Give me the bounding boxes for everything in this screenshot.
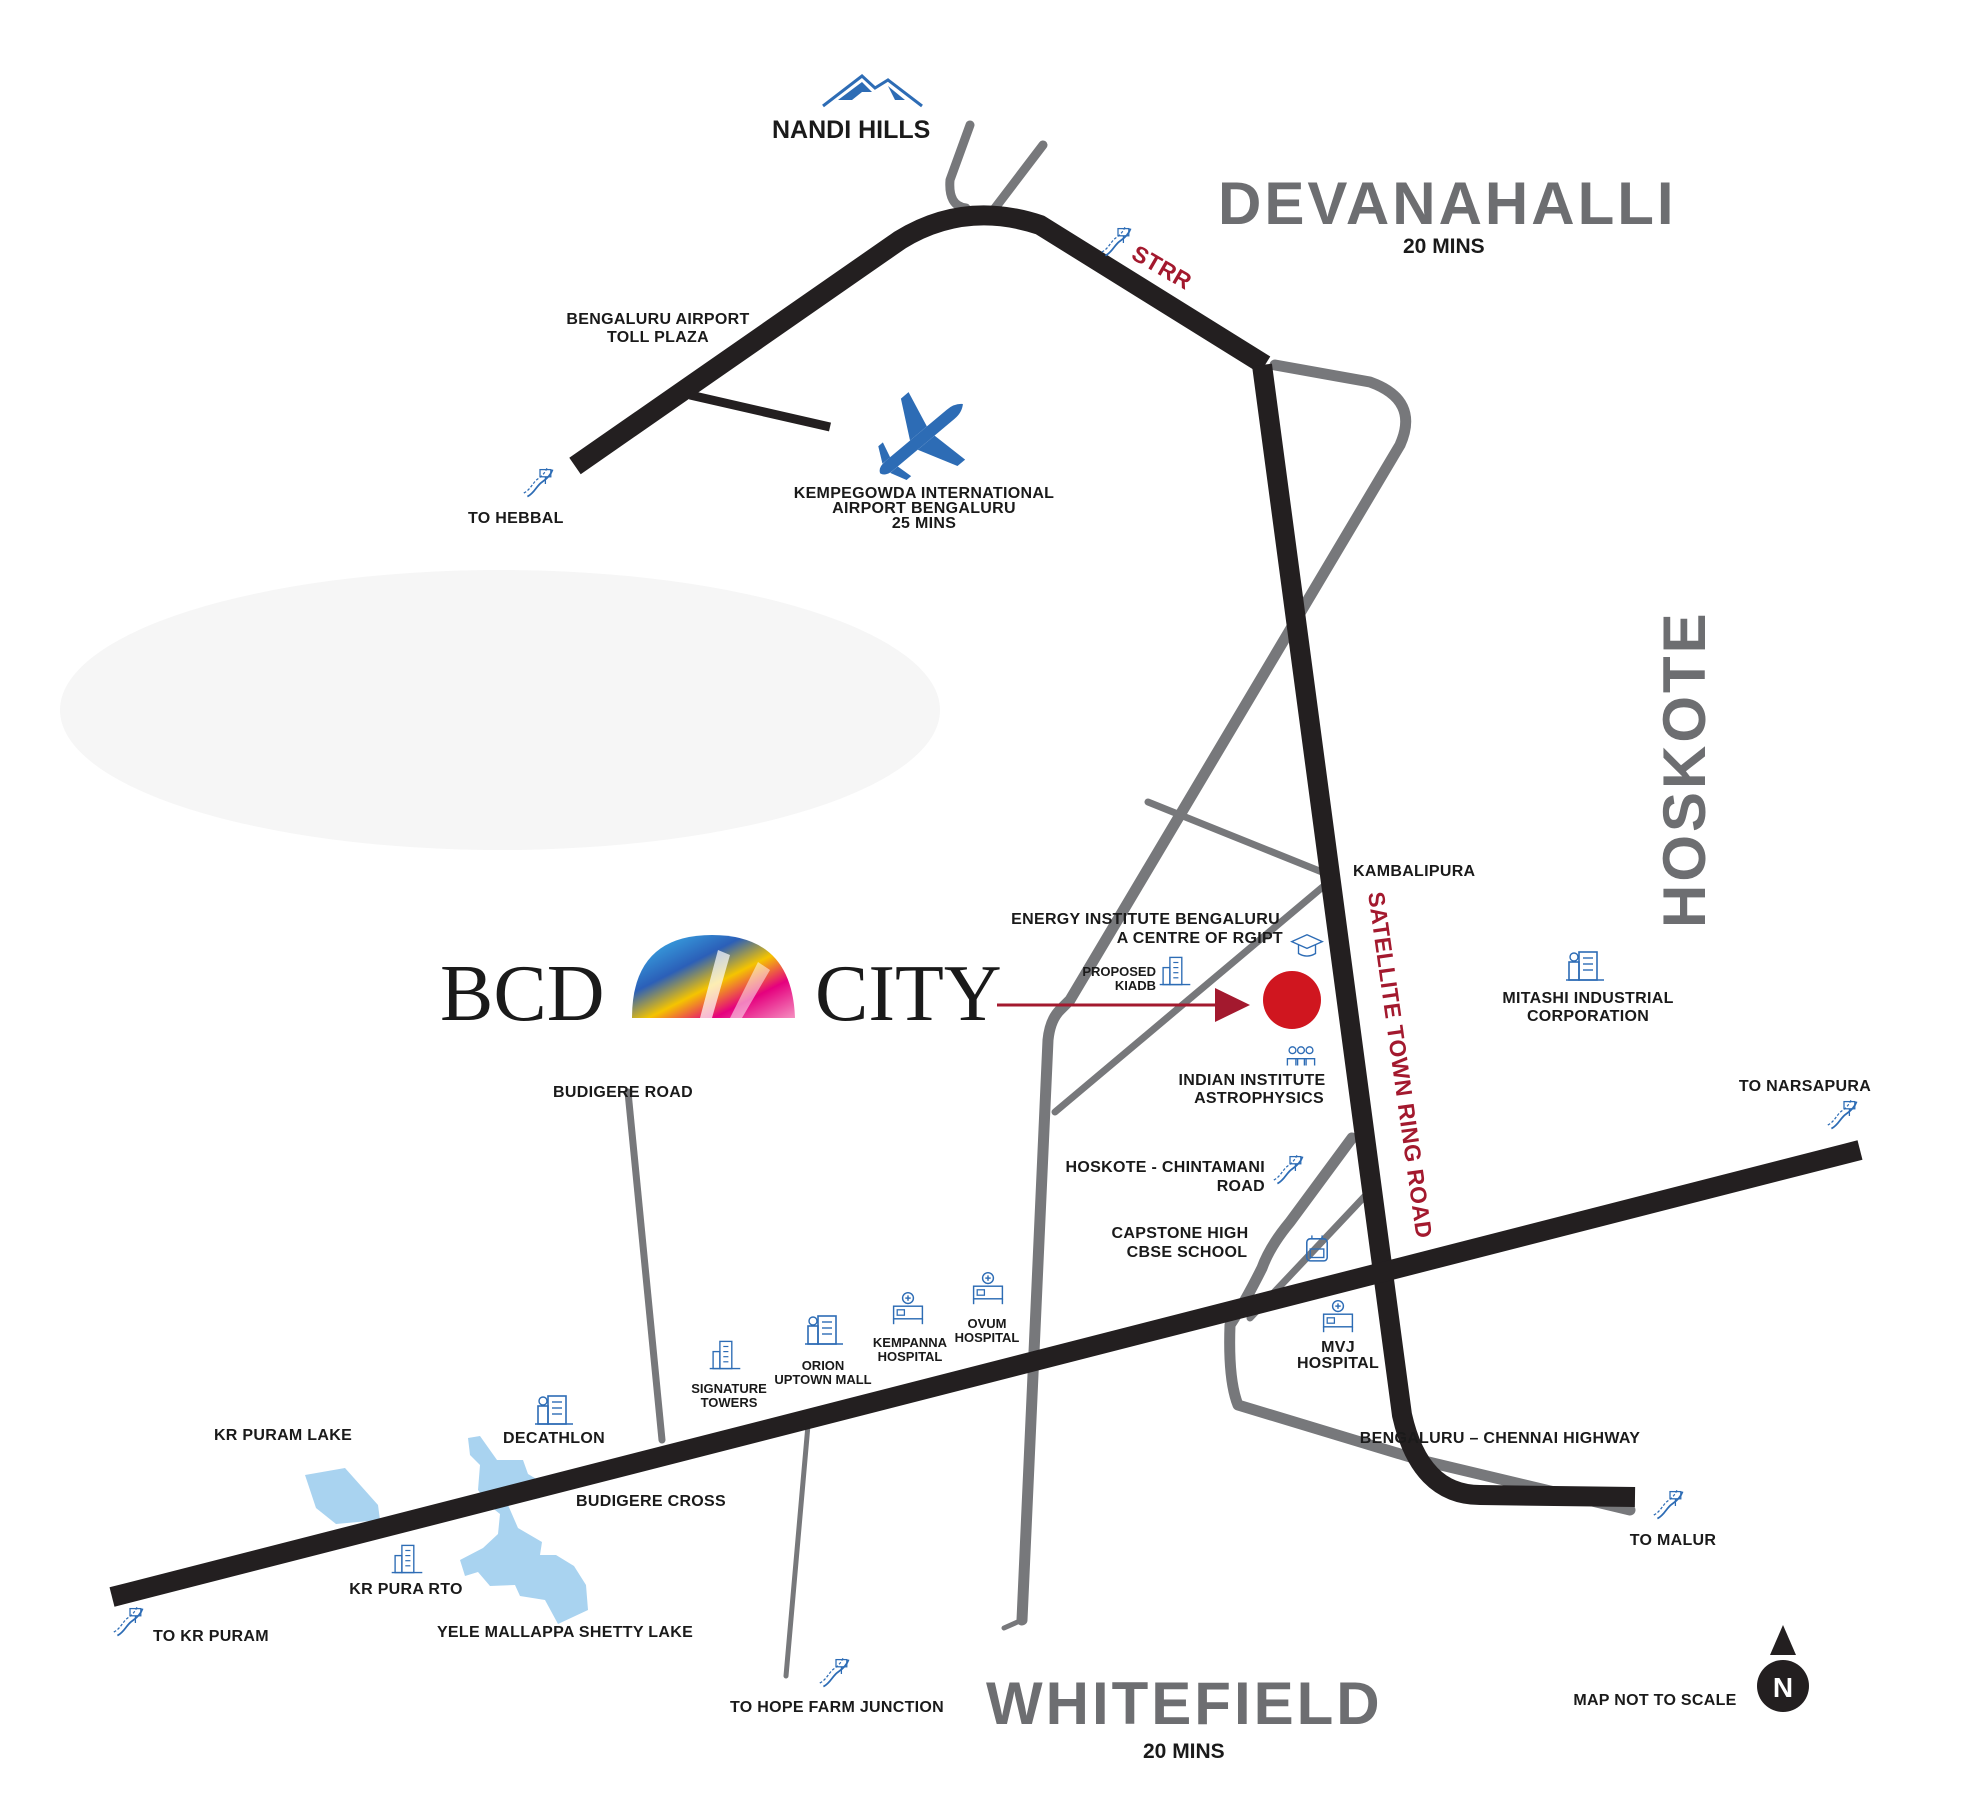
whitefield-time: 20 MINS	[1143, 1740, 1225, 1763]
label-kr-puram-lake: KR PURAM LAKE	[214, 1427, 352, 1444]
label-mitashi: MITASHI INDUSTRIAL	[1502, 990, 1673, 1007]
label-kempanna: KEMPANNA	[873, 1335, 948, 1350]
label-to-malur: TO MALUR	[1630, 1532, 1717, 1549]
blank-patch	[60, 570, 940, 850]
label-hoskote-chintamani: HOSKOTE - CHINTAMANI	[1066, 1159, 1265, 1176]
label-budigere-cross: BUDIGERE CROSS	[576, 1493, 726, 1510]
road-sign-icon	[112, 1605, 144, 1637]
building-icon	[534, 1395, 574, 1425]
road-sign-icon	[1826, 1098, 1858, 1130]
road-sign-icon	[522, 466, 554, 498]
label-ovum: OVUM	[968, 1316, 1007, 1331]
label-signature-2: TOWERS	[701, 1395, 758, 1410]
hospital-icon	[1322, 1299, 1354, 1333]
graduation-cap-icon	[1291, 934, 1323, 957]
building-icon	[709, 1340, 741, 1370]
hospital-icon	[892, 1291, 924, 1325]
label-kambalipura: KAMBALIPURA	[1353, 863, 1476, 880]
label-orion: ORION	[802, 1358, 845, 1373]
label-to-kr-puram: TO KR PURAM	[153, 1628, 269, 1645]
label-not-to-scale: MAP NOT TO SCALE	[1573, 1692, 1736, 1709]
kr-puram-lake-shape	[305, 1468, 380, 1524]
pointer-arrowhead	[1215, 988, 1250, 1022]
people-icon	[1286, 1046, 1316, 1067]
yele-lake-shape	[460, 1436, 588, 1624]
label-ovum-2: HOSPITAL	[955, 1330, 1020, 1345]
north-arrow-icon: N	[1757, 1625, 1809, 1712]
label-mitashi-2: CORPORATION	[1527, 1008, 1649, 1025]
label-to-narsapura: TO NARSAPURA	[1739, 1078, 1871, 1095]
road-sign-icon	[1652, 1488, 1684, 1520]
label-airport: KEMPEGOWDA INTERNATIONAL	[794, 485, 1055, 502]
label-hoskote-chintamani-2: ROAD	[1217, 1178, 1265, 1195]
label-energy-institute: ENERGY INSTITUTE BENGALURU	[1011, 911, 1280, 928]
label-toll-plaza: BENGALURU AIRPORT	[566, 311, 749, 328]
label-mvj-2: HOSPITAL	[1297, 1355, 1379, 1372]
label-decathlon: DECATHLON	[503, 1430, 605, 1447]
label-airport-2: AIRPORT BENGALURU	[832, 500, 1016, 517]
label-yele-lake: YELE MALLAPPA SHETTY LAKE	[437, 1624, 693, 1641]
north-label: N	[1773, 1672, 1793, 1703]
label-orion-2: UPTOWN MALL	[774, 1372, 871, 1387]
label-capstone: CAPSTONE HIGH	[1112, 1225, 1249, 1242]
building-icon	[1159, 956, 1191, 986]
label-nandi-hills: NANDI HILLS	[772, 116, 930, 144]
label-kr-pura-rto: KR PURA RTO	[349, 1581, 463, 1598]
label-kiadb: PROPOSED	[1082, 964, 1156, 979]
road-sign-icon	[818, 1656, 850, 1688]
label-signature: SIGNATURE	[691, 1381, 767, 1396]
label-to-hebbal: TO HEBBAL	[468, 510, 564, 527]
road-sign-icon	[1100, 225, 1132, 257]
label-astrophysics: INDIAN INSTITUTE	[1178, 1072, 1325, 1089]
label-kempanna-2: HOSPITAL	[878, 1349, 943, 1364]
label-bengaluru-chennai: BENGALURU – CHENNAI HIGHWAY	[1360, 1430, 1640, 1447]
region-hoskote: HOSKOTE	[1651, 610, 1718, 928]
major-roads	[109, 205, 1863, 1607]
label-mvj: MVJ	[1321, 1339, 1355, 1356]
region-whitefield: WHITEFIELD	[986, 1670, 1383, 1737]
brand-right: CITY	[815, 950, 1002, 1038]
location-marker-icon[interactable]	[1263, 971, 1321, 1029]
building-icon	[1565, 951, 1605, 981]
label-kiadb-2: KIADB	[1115, 978, 1156, 993]
brand-logo-icon	[632, 935, 795, 1018]
label-capstone-2: CBSE SCHOOL	[1127, 1244, 1248, 1261]
brand-left: BCD	[440, 950, 605, 1038]
label-astrophysics-2: ASTROPHYSICS	[1194, 1090, 1324, 1107]
label-toll-plaza-2: TOLL PLAZA	[607, 329, 709, 346]
label-airport-3: 25 MINS	[892, 515, 956, 532]
label-to-hope-farm: TO HOPE FARM JUNCTION	[730, 1699, 944, 1716]
hospital-icon	[972, 1271, 1004, 1305]
region-devanahalli: DEVANAHALLI	[1218, 170, 1677, 237]
airplane-icon	[878, 392, 966, 480]
road-sign-icon	[1272, 1153, 1304, 1185]
label-budigere-road: BUDIGERE ROAD	[553, 1084, 693, 1101]
building-icon	[391, 1544, 423, 1574]
devanahalli-time: 20 MINS	[1403, 235, 1485, 258]
label-energy-institute-2: A CENTRE OF RGIPT	[1117, 930, 1283, 947]
mountain-icon	[822, 74, 923, 108]
mall-icon	[804, 1315, 844, 1345]
